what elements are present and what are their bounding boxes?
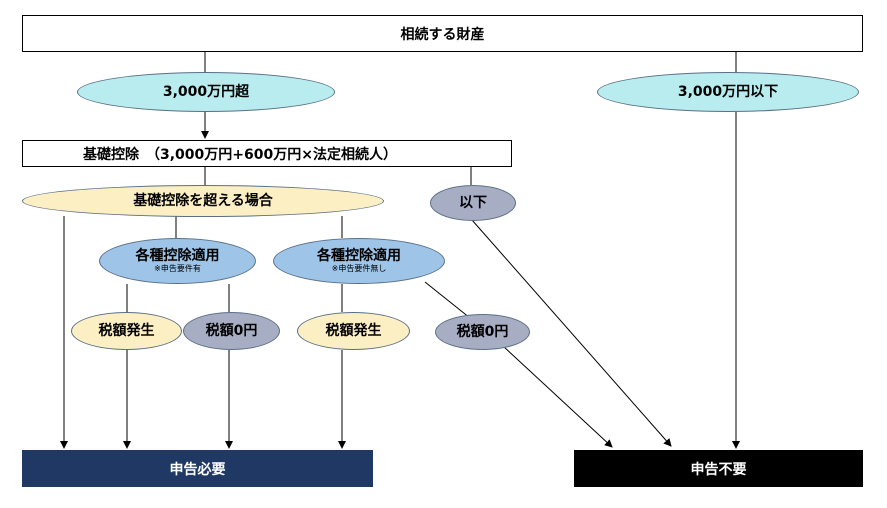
tax-occurs-oval-2: 税額発生: [297, 312, 410, 350]
inheritance-assets-label: 相続する財産: [400, 26, 485, 43]
tax-occurs-label-2: 税額発生: [325, 322, 382, 339]
deductions-applied-label-1: 各種控除適用: [135, 248, 220, 265]
deductions-applied-oval-2: 各種控除適用 ※申告要件無し: [273, 238, 445, 284]
over-3000-oval: 3,000万円超: [77, 72, 335, 112]
filing-requirement-note-1: ※申告要件有: [154, 264, 201, 274]
line-deduct2-to-zero2: [424, 281, 471, 319]
below-oval: 以下: [430, 185, 516, 221]
tax-occurs-oval-1: 税額発生: [71, 312, 182, 350]
tax-zero-label-1: 税額0円: [205, 322, 258, 339]
filing-requirement-note-2: ※申告要件無し: [331, 264, 387, 274]
tax-zero-oval-2: 税額0円: [435, 314, 530, 350]
inheritance-assets-box: 相続する財産: [22, 15, 863, 52]
under-3000-label: 3,000万円以下: [677, 83, 779, 100]
deductions-applied-oval-1: 各種控除適用 ※申告要件有: [99, 238, 256, 284]
deductions-applied-label-2: 各種控除適用: [317, 248, 401, 265]
tax-occurs-label-1: 税額発生: [98, 322, 155, 339]
tax-zero-oval-1: 税額0円: [183, 312, 280, 350]
exceeds-deduction-label: 基礎控除を超える場合: [133, 192, 273, 209]
arrow-zero2-to-notrequired: [502, 345, 613, 448]
basic-deduction-box: 基礎控除 （3,000万円+600万円×法定相続人）: [22, 140, 512, 167]
filing-required-label: 申告必要: [169, 461, 226, 478]
filing-required-box: 申告必要: [22, 450, 373, 487]
filing-not-required-box: 申告不要: [574, 450, 863, 487]
exceeds-deduction-oval: 基礎控除を超える場合: [22, 185, 384, 217]
arrow-below-to-notrequired: [471, 219, 672, 447]
filing-not-required-label: 申告不要: [690, 461, 747, 478]
basic-deduction-label: 基礎控除 （3,000万円+600万円×法定相続人）: [83, 146, 397, 163]
under-3000-oval: 3,000万円以下: [597, 72, 859, 112]
below-label: 以下: [459, 194, 487, 211]
over-3000-label: 3,000万円超: [162, 83, 250, 100]
tax-zero-label-2: 税額0円: [456, 323, 509, 340]
